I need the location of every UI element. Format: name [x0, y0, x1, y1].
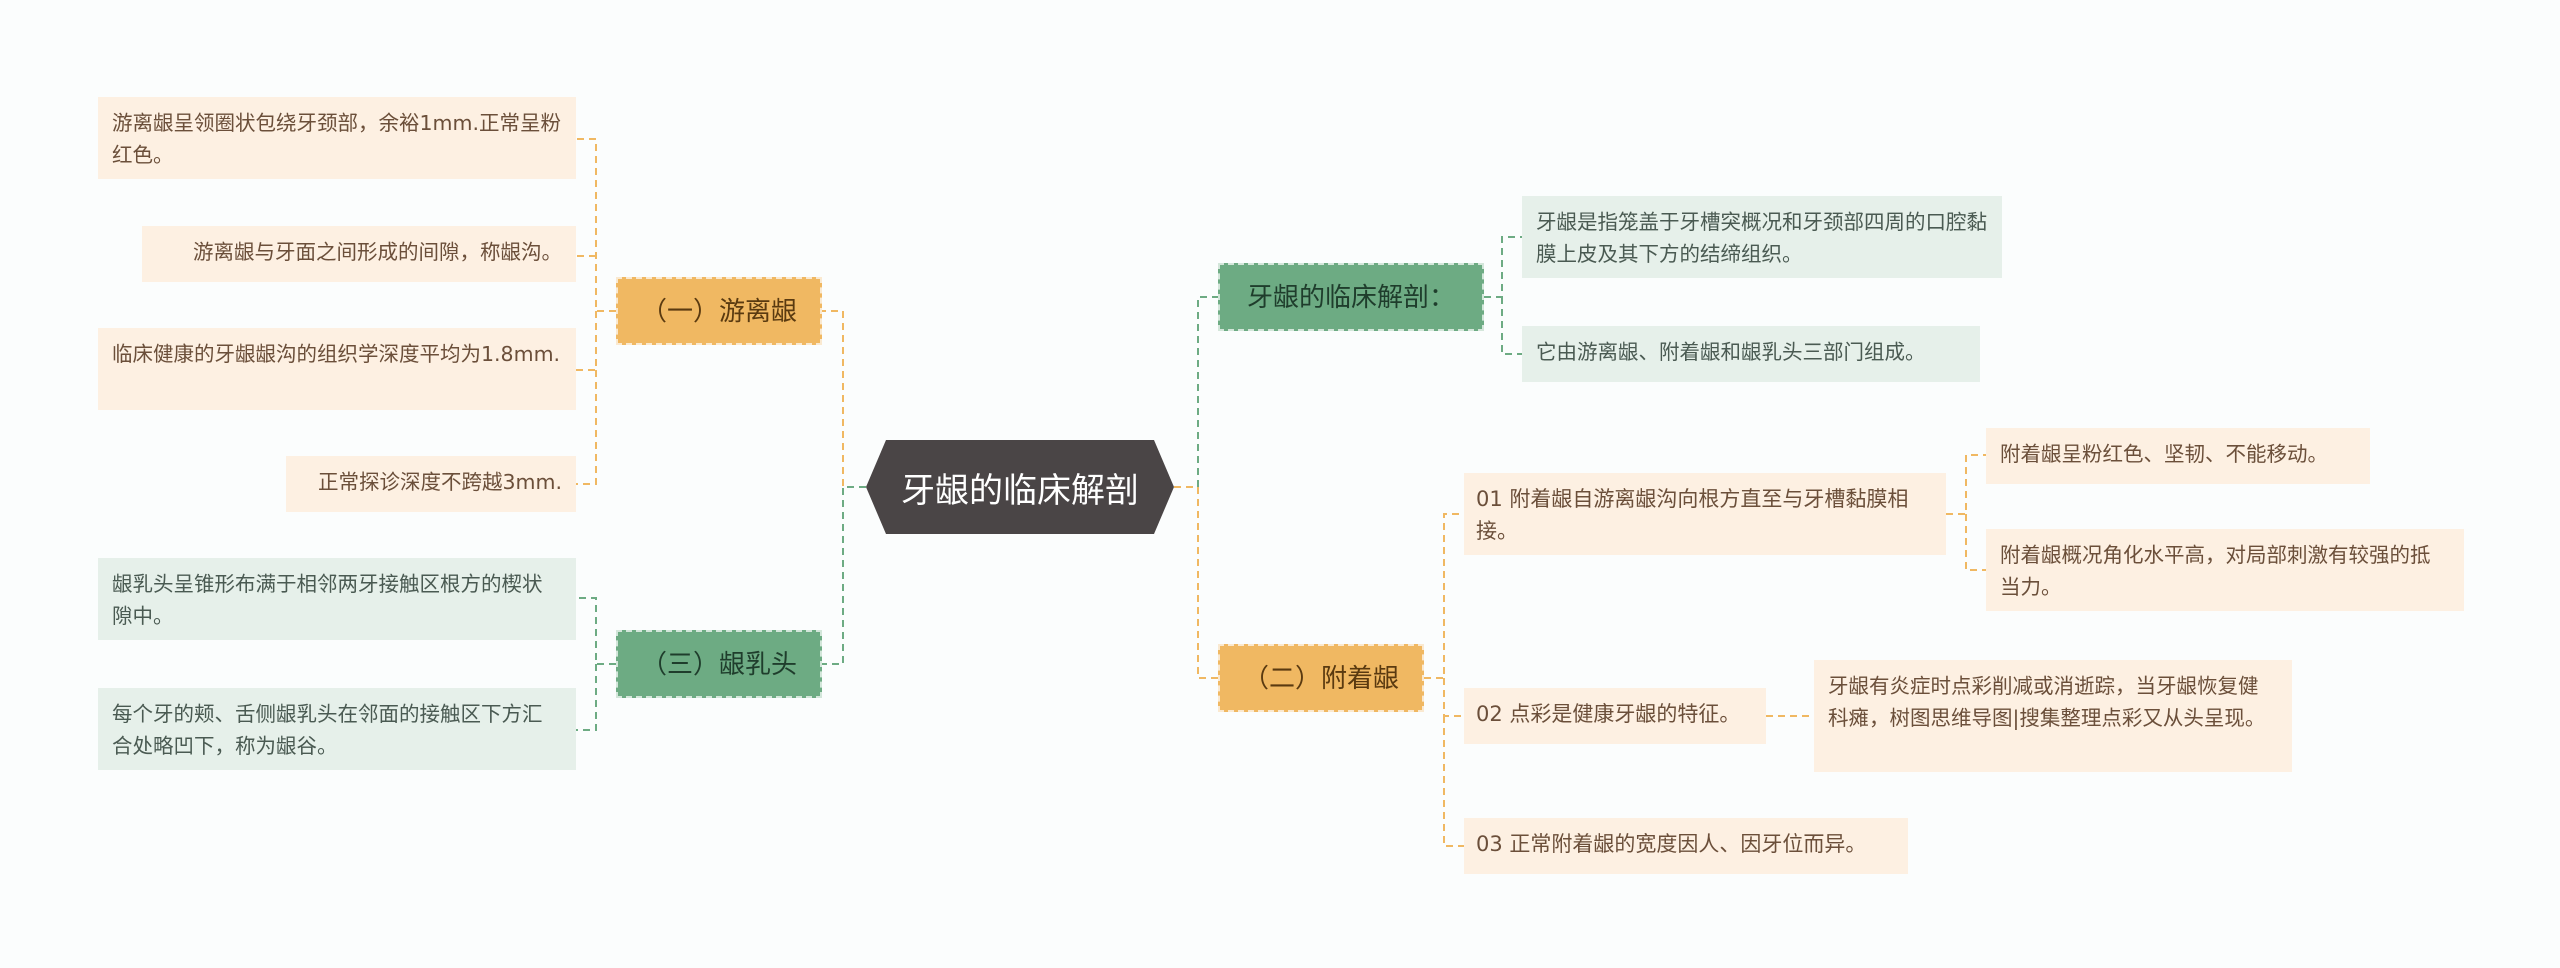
leaf-anatomy-2[interactable]: 它由游离龈、附着龈和龈乳头三部门组成。 — [1522, 326, 1980, 382]
sub-text: 01 附着龈自游离龈沟向根方直至与牙槽黏膜相接。 — [1476, 487, 1909, 543]
leaf-free-gingiva-3[interactable]: 临床健康的牙龈龈沟的组织学深度平均为1.8mm. — [98, 328, 576, 410]
branch-attached-label: （二）附着龈 — [1242, 664, 1399, 694]
leaf-text: 正常探诊深度不跨越3mm. — [318, 470, 562, 494]
leaf-text: 游离龈与牙面之间形成的间隙，称龈沟。 — [193, 240, 562, 264]
branch-attached[interactable]: （二）附着龈 — [1218, 644, 1424, 712]
branch-anatomy-label: 牙龈的临床解剖： — [1246, 283, 1455, 313]
sub-text: 03 正常附着龈的宽度因人、因牙位而异。 — [1476, 832, 1867, 856]
branch-papilla[interactable]: （三）龈乳头 — [616, 630, 822, 698]
leaf-attached-02-1[interactable]: 牙龈有炎症时点彩削减或消逝踪，当牙龈恢复健科瘫，树图思维导图|搜集整理点彩又从头… — [1814, 660, 2292, 772]
leaf-papilla-1[interactable]: 龈乳头呈锥形布满于相邻两牙接触区根方的楔状隙中。 — [98, 558, 576, 640]
branch-free-gingiva[interactable]: （一）游离龈 — [616, 277, 822, 345]
root-node[interactable]: 牙龈的临床解剖 — [866, 440, 1174, 534]
leaf-text: 每个牙的颊、舌侧龈乳头在邻面的接触区下方汇合处略凹下，称为龈谷。 — [112, 702, 543, 758]
leaf-free-gingiva-2[interactable]: 游离龈与牙面之间形成的间隙，称龈沟。 — [142, 226, 576, 282]
leaf-attached-01-2[interactable]: 附着龈概况角化水平高，对局部刺激有较强的抵当力。 — [1986, 529, 2464, 611]
sub-attached-02[interactable]: 02 点彩是健康牙龈的特征。 — [1464, 688, 1766, 744]
sub-attached-03[interactable]: 03 正常附着龈的宽度因人、因牙位而异。 — [1464, 818, 1908, 874]
leaf-attached-01-1[interactable]: 附着龈呈粉红色、坚韧、不能移动。 — [1986, 428, 2370, 484]
sub-text: 02 点彩是健康牙龈的特征。 — [1476, 702, 1741, 726]
leaf-text: 附着龈概况角化水平高，对局部刺激有较强的抵当力。 — [2000, 543, 2431, 599]
leaf-free-gingiva-4[interactable]: 正常探诊深度不跨越3mm. — [286, 456, 576, 512]
sub-attached-01[interactable]: 01 附着龈自游离龈沟向根方直至与牙槽黏膜相接。 — [1464, 473, 1946, 555]
leaf-text: 临床健康的牙龈龈沟的组织学深度平均为1.8mm. — [112, 342, 561, 366]
leaf-free-gingiva-1[interactable]: 游离龈呈领圈状包绕牙颈部，余裕1mm.正常呈粉红色。 — [98, 97, 576, 179]
leaf-text: 附着龈呈粉红色、坚韧、不能移动。 — [2000, 442, 2328, 466]
branch-free-gingiva-label: （一）游离龈 — [640, 297, 797, 327]
leaf-text: 龈乳头呈锥形布满于相邻两牙接触区根方的楔状隙中。 — [112, 572, 543, 628]
leaf-papilla-2[interactable]: 每个牙的颊、舌侧龈乳头在邻面的接触区下方汇合处略凹下，称为龈谷。 — [98, 688, 576, 770]
root-label: 牙龈的临床解剖 — [901, 470, 1139, 511]
leaf-text: 游离龈呈领圈状包绕牙颈部，余裕1mm.正常呈粉红色。 — [112, 111, 561, 167]
leaf-anatomy-1[interactable]: 牙龈是指笼盖于牙槽突概况和牙颈部四周的口腔黏膜上皮及其下方的结缔组织。 — [1522, 196, 2002, 278]
leaf-text: 牙龈有炎症时点彩削减或消逝踪，当牙龈恢复健科瘫，树图思维导图|搜集整理点彩又从头… — [1828, 674, 2266, 730]
leaf-text: 它由游离龈、附着龈和龈乳头三部门组成。 — [1536, 340, 1926, 364]
leaf-text: 牙龈是指笼盖于牙槽突概况和牙颈部四周的口腔黏膜上皮及其下方的结缔组织。 — [1536, 210, 1987, 266]
branch-papilla-label: （三）龈乳头 — [640, 650, 797, 680]
branch-anatomy[interactable]: 牙龈的临床解剖： — [1218, 263, 1484, 331]
